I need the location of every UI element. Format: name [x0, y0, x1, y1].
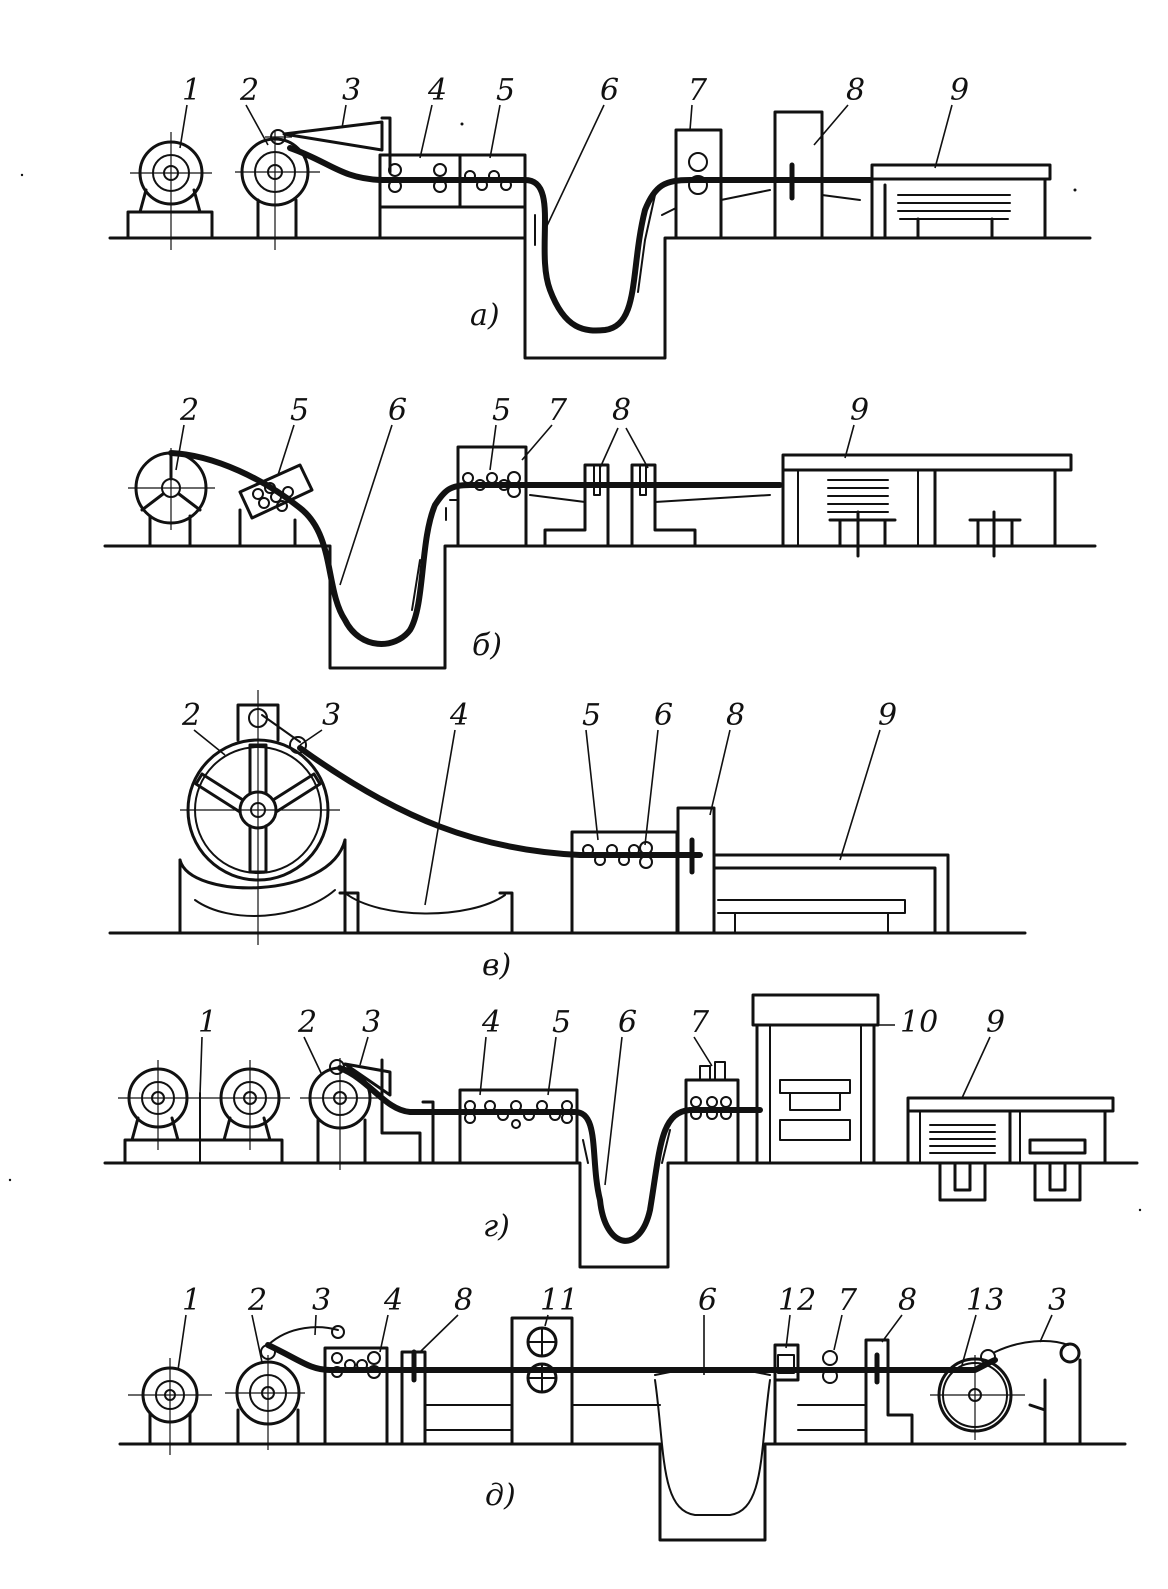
- panel-v: [108, 690, 1027, 945]
- decoiler-d: [128, 1358, 212, 1455]
- caption-b: б): [472, 628, 502, 663]
- label-b-5b: 5: [492, 393, 511, 428]
- label-b-6: 6: [388, 393, 407, 428]
- straightener-b2: [445, 445, 528, 548]
- straightener-a: [378, 153, 527, 240]
- label-g-9: 9: [986, 1005, 1005, 1040]
- label-g-5: 5: [552, 1005, 571, 1040]
- feeder-a: [661, 128, 771, 240]
- label-v-2: 2: [181, 698, 201, 733]
- label-g-7: 7: [690, 1005, 710, 1040]
- shear-d1: [400, 1349, 513, 1446]
- stacker-g: [906, 1096, 1115, 1202]
- label-g-2: 2: [297, 1005, 317, 1040]
- label-v-8: 8: [726, 698, 745, 733]
- caption-d: д): [485, 1478, 516, 1513]
- label-g-6: 6: [618, 1005, 637, 1040]
- feeder-d: [773, 1343, 867, 1446]
- label-g-1: 1: [198, 1005, 217, 1040]
- uncoiler-b: [128, 448, 215, 548]
- straightener-v: [570, 830, 679, 935]
- uncoiler-d: [225, 1325, 345, 1450]
- label-v-3: 3: [322, 698, 341, 733]
- label-a-9: 9: [950, 73, 969, 108]
- shear-a: [773, 110, 861, 240]
- label-g-10: 10: [900, 1005, 938, 1040]
- decoiler-a: [126, 132, 214, 250]
- stacker-a: [870, 163, 1052, 240]
- label-d-2: 2: [247, 1283, 267, 1318]
- shears-b: [529, 463, 771, 548]
- caption-v: в): [482, 948, 511, 983]
- stacker-b: [781, 453, 1073, 558]
- label-d-11: 11: [540, 1283, 578, 1318]
- shear-d2: [864, 1338, 914, 1446]
- panel-a: [108, 110, 1092, 360]
- label-a-4: 4: [427, 73, 447, 108]
- label-v-9: 9: [878, 698, 897, 733]
- label-a-1: 1: [182, 73, 201, 108]
- label-b-8: 8: [612, 393, 631, 428]
- label-d-13: 13: [966, 1283, 1004, 1318]
- label-d-1: 1: [182, 1283, 201, 1318]
- label-d-8b: 8: [898, 1283, 917, 1318]
- decoiler-g: [118, 1060, 290, 1165]
- coil-reel-v: [178, 690, 347, 945]
- label-b-2: 2: [179, 393, 199, 428]
- panel-g: [103, 993, 1139, 1269]
- uncoiler-a: [235, 116, 392, 250]
- stacker-v: [712, 853, 950, 935]
- label-g-4: 4: [481, 1005, 501, 1040]
- label-d-4: 4: [383, 1283, 403, 1318]
- label-d-8a: 8: [454, 1283, 473, 1318]
- panel-b: [103, 445, 1097, 670]
- caption-g: г): [483, 1209, 510, 1244]
- label-d-6: 6: [698, 1283, 717, 1318]
- label-d-7: 7: [838, 1283, 858, 1318]
- label-b-7: 7: [548, 393, 568, 428]
- label-v-6: 6: [654, 698, 673, 733]
- label-a-7: 7: [688, 73, 708, 108]
- press-g: [751, 993, 880, 1165]
- label-a-3: 3: [342, 73, 361, 108]
- shear-v: [676, 806, 716, 935]
- recoiler-d: [930, 1340, 1082, 1446]
- label-v-4: 4: [449, 698, 469, 733]
- label-a-5: 5: [496, 73, 515, 108]
- label-b-9: 9: [850, 393, 869, 428]
- label-a-8: 8: [846, 73, 865, 108]
- panel-d: [118, 1316, 1127, 1542]
- roller-stand-d: [510, 1316, 661, 1446]
- straightener-d: [323, 1346, 389, 1446]
- label-b-5a: 5: [290, 393, 309, 428]
- label-v-5: 5: [582, 698, 601, 733]
- label-d-3a: 3: [312, 1283, 331, 1318]
- label-d-3b: 3: [1048, 1283, 1067, 1318]
- label-d-12: 12: [778, 1283, 816, 1318]
- label-a-2: 2: [239, 73, 259, 108]
- label-g-3: 3: [362, 1005, 381, 1040]
- caption-a: а): [470, 298, 500, 333]
- label-a-6: 6: [600, 73, 619, 108]
- straightener-g: [458, 1088, 579, 1165]
